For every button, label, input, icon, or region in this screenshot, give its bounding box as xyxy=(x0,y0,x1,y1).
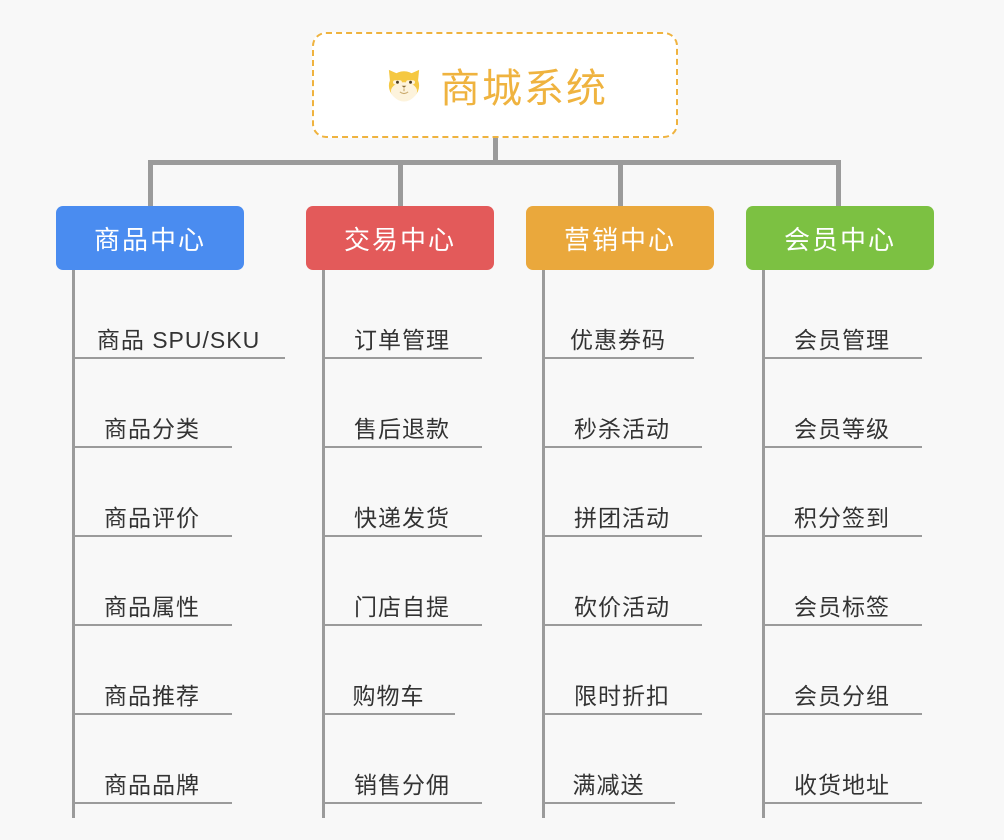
leaf-item[interactable]: 会员管理 xyxy=(762,270,922,359)
leaf-item[interactable]: 拼团活动 xyxy=(542,448,702,537)
branch-node-2[interactable]: 营销中心 xyxy=(526,206,714,270)
leaf-item[interactable]: 快递发货 xyxy=(322,448,482,537)
branch-drop-3 xyxy=(618,160,623,208)
leaf-item[interactable]: 砍价活动 xyxy=(542,537,702,626)
leaf-item[interactable]: 会员等级 xyxy=(762,359,922,448)
leaf-item[interactable]: 商品品牌 xyxy=(72,715,232,804)
branch-drop-2 xyxy=(398,160,403,208)
leaf-item[interactable]: 优惠券码 xyxy=(542,270,694,359)
branch-node-1[interactable]: 交易中心 xyxy=(306,206,494,270)
leaf-item[interactable]: 商品属性 xyxy=(72,537,232,626)
leaf-item[interactable]: 商品推荐 xyxy=(72,626,232,715)
branch-label: 会员中心 xyxy=(783,224,896,255)
branch-drop-4 xyxy=(836,160,841,208)
trunk-stem xyxy=(493,138,498,164)
branch-label: 营销中心 xyxy=(563,224,676,255)
leaf-item[interactable]: 订单管理 xyxy=(322,270,482,359)
branch-label: 交易中心 xyxy=(343,224,456,255)
shiba-dog-face-icon xyxy=(382,63,426,107)
leaf-item[interactable]: 收货地址 xyxy=(762,715,922,804)
leaf-item[interactable]: 商品 SPU/SKU xyxy=(72,270,285,359)
leaf-item[interactable]: 售后退款 xyxy=(322,359,482,448)
leaf-item[interactable]: 会员标签 xyxy=(762,537,922,626)
leaf-item[interactable]: 满减送 xyxy=(542,715,675,804)
branch-drop-1 xyxy=(148,160,153,208)
leaf-item[interactable]: 积分签到 xyxy=(762,448,922,537)
root-node[interactable]: 商城系统 xyxy=(312,32,678,138)
leaf-item[interactable]: 秒杀活动 xyxy=(542,359,702,448)
branch-node-0[interactable]: 商品中心 xyxy=(56,206,244,270)
leaf-item[interactable]: 购物车 xyxy=(322,626,455,715)
leaf-item[interactable]: 销售分佣 xyxy=(322,715,482,804)
leaf-stem xyxy=(762,270,765,818)
leaf-stem xyxy=(322,270,325,818)
leaf-item[interactable]: 限时折扣 xyxy=(542,626,702,715)
leaf-stem xyxy=(542,270,545,818)
leaf-stem xyxy=(72,270,75,818)
leaf-item[interactable]: 会员分组 xyxy=(762,626,922,715)
branch-node-3[interactable]: 会员中心 xyxy=(746,206,934,270)
leaf-item[interactable]: 门店自提 xyxy=(322,537,482,626)
branch-label: 商品中心 xyxy=(93,224,206,255)
leaf-item[interactable]: 商品分类 xyxy=(72,359,232,448)
leaf-item[interactable]: 商品评价 xyxy=(72,448,232,537)
root-title: 商城系统 xyxy=(440,67,608,111)
trunk-bus xyxy=(150,160,840,165)
